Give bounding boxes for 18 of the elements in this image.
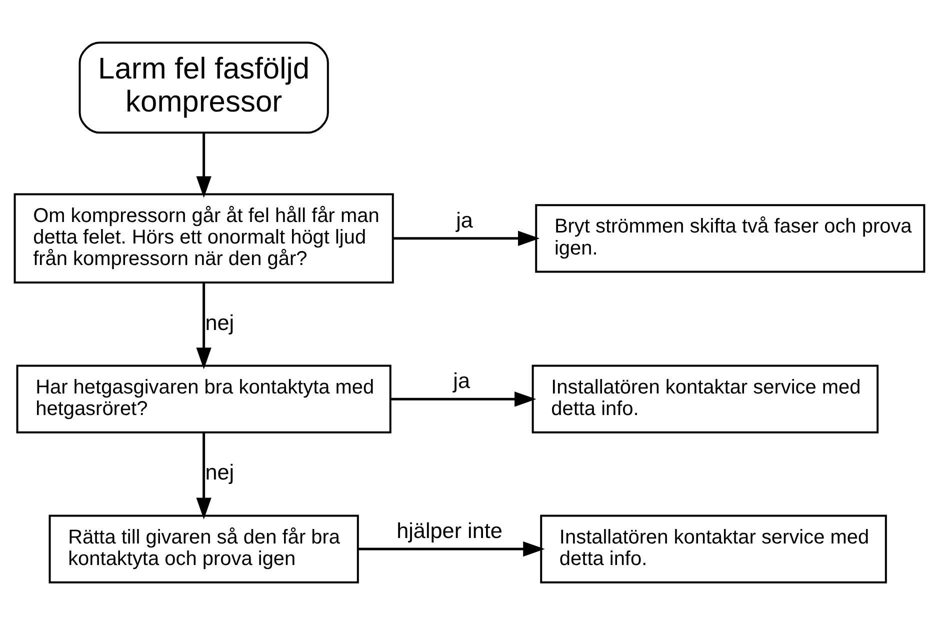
node-box: Rätta till givaren så den får bra kontaktyta och prova igen [48, 514, 359, 583]
node-box: Om kompressorn går åt fel håll får man detta felet. Hörs ett onormalt högt ljud från kompressorn när den går? [14, 192, 394, 284]
edge-label: nej [205, 309, 234, 334]
node-box: Larm fel fasföljd kompressor [78, 41, 329, 134]
arrow [393, 230, 540, 246]
node-box: Installatören kontaktar service med detta info. [532, 364, 879, 433]
arrow [196, 282, 212, 369]
arrow [358, 540, 545, 556]
arrow [196, 432, 212, 519]
node-box: Har hetgasgivaren bra kontaktyta med hetgasröret? [16, 364, 392, 433]
node-box: Bryt strömmen skifta två faser och prova igen. [535, 204, 926, 272]
arrow [390, 391, 536, 406]
edge-label: nej [205, 459, 234, 484]
edge-label: ja [456, 206, 473, 232]
edge-label: ja [453, 368, 470, 393]
node-box: Installatören kontaktar service med detta info. [540, 514, 887, 583]
edge-label: hjälper inte [396, 518, 502, 543]
arrow [196, 132, 212, 198]
